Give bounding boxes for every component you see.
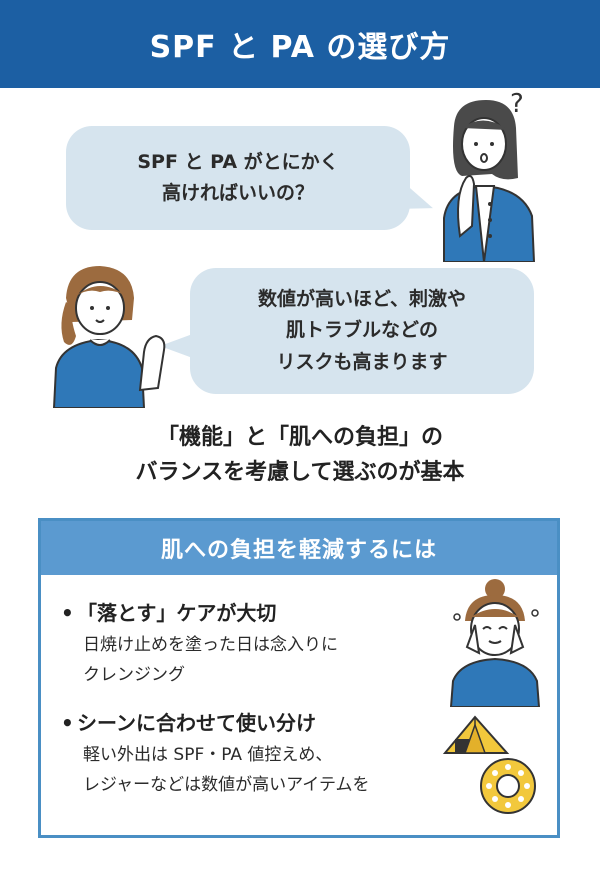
answer-bubble-tail — [160, 332, 198, 360]
answer-line-3: リスクも高まります — [276, 350, 448, 373]
answer-line-2: 肌トラブルなどの — [285, 319, 438, 342]
tips-panel: 肌への負担を軽減するには •「落とす」ケアが大切 日焼け止めを塗った日は念入りに… — [38, 518, 560, 838]
summary-line-2: バランスを考慮して選ぶのが基本 — [135, 460, 465, 486]
swim-ring-icon — [480, 758, 536, 814]
tip-2-desc: 軽い外出は SPF・PA 値控えめ、 レジャーなどは数値が高いアイテムを — [83, 741, 369, 801]
tip-1-title: •「落とす」ケアが大切 — [61, 597, 276, 626]
explaining-woman-illustration — [52, 266, 166, 408]
tip-1-desc: 日焼け止めを塗った日は念入りに クレンジング — [83, 631, 338, 691]
page-title: SPF と PA の選び方 — [149, 30, 451, 65]
question-line-1: SPF と PA がとにかく — [137, 150, 339, 173]
answer-bubble: 数値が高いほど、刺激や 肌トラブルなどの リスクも高まります — [190, 268, 534, 394]
summary-line-1: 「機能」と「肌への負担」の — [156, 425, 443, 450]
summary-text: 「機能」と「肌への負担」の バランスを考慮して選ぶのが基本 — [0, 420, 600, 490]
tent-icon — [442, 715, 510, 754]
bullet-icon: • — [61, 601, 74, 625]
bullet-icon: • — [61, 711, 74, 735]
tip-2-desc-line-2: レジャーなどは数値が高いアイテムを — [83, 774, 370, 795]
tip-2-title: •シーンに合わせて使い分け — [61, 707, 316, 736]
questioning-woman-illustration: ? — [443, 89, 536, 262]
header-banner: SPF と PA の選び方 — [0, 0, 600, 88]
tip-1-desc-line-2: クレンジング — [83, 664, 185, 685]
tip-2-desc-line-1: 軽い外出は SPF・PA 値控えめ、 — [83, 745, 333, 765]
answer-line-1: 数値が高いほど、刺激や — [257, 287, 467, 310]
question-bubble: SPF と PA がとにかく 高ければいいの？ — [66, 126, 410, 230]
face-washing-woman-illustration — [449, 579, 541, 707]
question-mark: ? — [510, 89, 524, 119]
tip-1-desc-line-1: 日焼け止めを塗った日は念入りに — [83, 635, 338, 655]
tip-1-title-text: 「落とす」ケアが大切 — [77, 601, 277, 625]
question-line-2: 高ければいいの？ — [161, 182, 314, 204]
tips-panel-title: 肌への負担を軽減するには — [41, 521, 557, 575]
tip-2-title-text: シーンに合わせて使い分け — [77, 711, 316, 735]
